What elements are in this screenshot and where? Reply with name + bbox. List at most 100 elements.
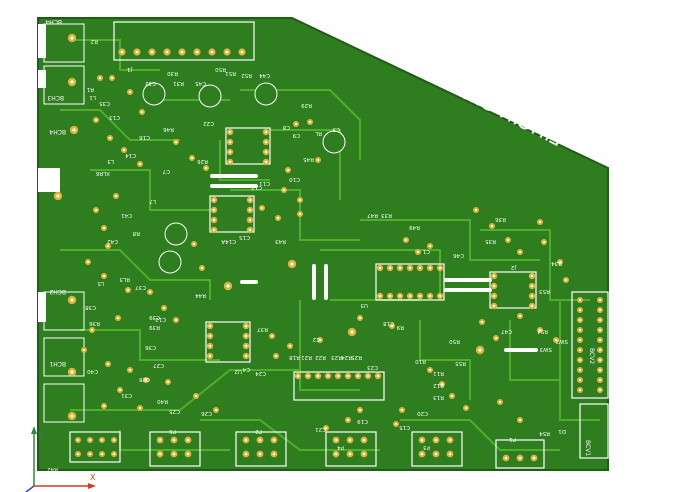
pad-hole xyxy=(286,168,290,172)
component-label: R23 xyxy=(331,354,342,360)
pad-hole xyxy=(598,358,602,362)
component-label: J2 xyxy=(511,264,517,270)
component-label: C36 xyxy=(145,344,156,350)
component-label: C39 xyxy=(149,314,160,320)
component-label: R46 xyxy=(163,126,174,132)
pad-hole xyxy=(110,76,114,80)
component-label: R43 xyxy=(275,238,286,244)
pad-hole xyxy=(122,148,126,152)
component-label: R29 xyxy=(301,102,312,108)
component-label: XLR6 xyxy=(95,170,110,176)
connector-label-1: BCH4 xyxy=(45,18,62,25)
component-label: C10 xyxy=(289,176,300,182)
pad-hole xyxy=(554,338,558,342)
component-label: R44 xyxy=(195,292,206,298)
pcb-board xyxy=(37,17,609,471)
pad-hole xyxy=(174,318,178,322)
component-label: C21 xyxy=(315,426,326,432)
pad-hole xyxy=(518,418,522,422)
component-label: C2 xyxy=(313,336,320,342)
pad-hole xyxy=(120,50,124,54)
pad-hole xyxy=(416,250,420,254)
component-label: R11 xyxy=(433,370,444,376)
pad-hole xyxy=(290,262,294,266)
component-label: D1 xyxy=(558,428,566,434)
pad-hole xyxy=(538,328,542,332)
pad-hole xyxy=(225,50,229,54)
pad-hole xyxy=(578,378,582,382)
pad-hole xyxy=(102,404,106,408)
component-label: R36 xyxy=(89,320,100,326)
pad-hole xyxy=(358,316,362,320)
pad-hole xyxy=(598,318,602,322)
pad-hole xyxy=(264,150,268,154)
pad-hole xyxy=(116,316,120,320)
pad-hole xyxy=(598,328,602,332)
pad-hole xyxy=(108,136,112,140)
component-label: R21 xyxy=(301,354,312,360)
pad-hole xyxy=(70,298,74,302)
component-label: R36 xyxy=(495,216,506,222)
component-label: C18 xyxy=(383,320,394,326)
pad-hole xyxy=(208,344,212,348)
pad-hole xyxy=(208,324,212,328)
component-label: RL xyxy=(314,130,322,136)
pad-hole xyxy=(348,452,352,456)
pad-hole xyxy=(226,284,230,288)
component-label: RL3 xyxy=(119,276,130,282)
connector-label-2: BCH3 xyxy=(47,94,64,101)
pad-hole xyxy=(106,244,110,248)
component-label: C13 xyxy=(109,114,120,120)
component-label: R13 xyxy=(433,394,444,400)
pad-hole xyxy=(276,216,280,220)
component-label: BS xyxy=(108,478,116,484)
pad-hole xyxy=(408,266,412,270)
component-label: R45 xyxy=(303,156,314,162)
pad-hole xyxy=(366,374,370,378)
pad-hole xyxy=(578,368,582,372)
component-label: R35 xyxy=(485,238,496,244)
pad-hole xyxy=(298,198,302,202)
component-label: R54 xyxy=(539,430,550,436)
pad-hole xyxy=(598,308,602,312)
component-label: C25 xyxy=(169,408,180,414)
pad-hole xyxy=(474,208,478,212)
left-connector-cutouts xyxy=(38,24,60,322)
pad-hole xyxy=(350,330,354,334)
component-label: R31 xyxy=(173,80,184,86)
pad-hole xyxy=(162,306,166,310)
pad-hole xyxy=(148,290,152,294)
pad-hole xyxy=(404,238,408,242)
pad-hole xyxy=(172,438,176,442)
pad-hole xyxy=(76,452,80,456)
pad-hole xyxy=(94,118,98,122)
component-label: C38 xyxy=(85,304,96,310)
component-label: R2 xyxy=(91,38,98,44)
pad-hole xyxy=(598,338,602,342)
component-label: C8 xyxy=(282,124,290,130)
pad-hole xyxy=(408,294,412,298)
pad-hole xyxy=(428,266,432,270)
pad-hole xyxy=(72,128,76,132)
pad-hole xyxy=(394,422,398,426)
pad-hole xyxy=(316,158,320,162)
pad-hole xyxy=(334,452,338,456)
connector-labels: BCH4 BCH3 BCH2 BCH1 BCV2 BCV1 BCH4 xyxy=(45,18,595,456)
pad-hole xyxy=(192,242,196,246)
pad-hole xyxy=(464,406,468,410)
pad-hole xyxy=(70,370,74,374)
pad-hole xyxy=(212,198,216,202)
pad-hole xyxy=(70,36,74,40)
axis-x-label: X xyxy=(90,473,96,482)
pad-hole xyxy=(272,438,276,442)
component-label: J1 xyxy=(127,66,133,72)
component-label: R42 xyxy=(47,466,58,472)
component-label: SW2 xyxy=(556,338,568,344)
component-label: R54 xyxy=(537,328,548,334)
component-label: R55 xyxy=(455,360,466,366)
pad-hole xyxy=(438,294,442,298)
pad-hole xyxy=(118,388,122,392)
pad-hole xyxy=(144,378,148,382)
component-label: R18 xyxy=(289,354,300,360)
